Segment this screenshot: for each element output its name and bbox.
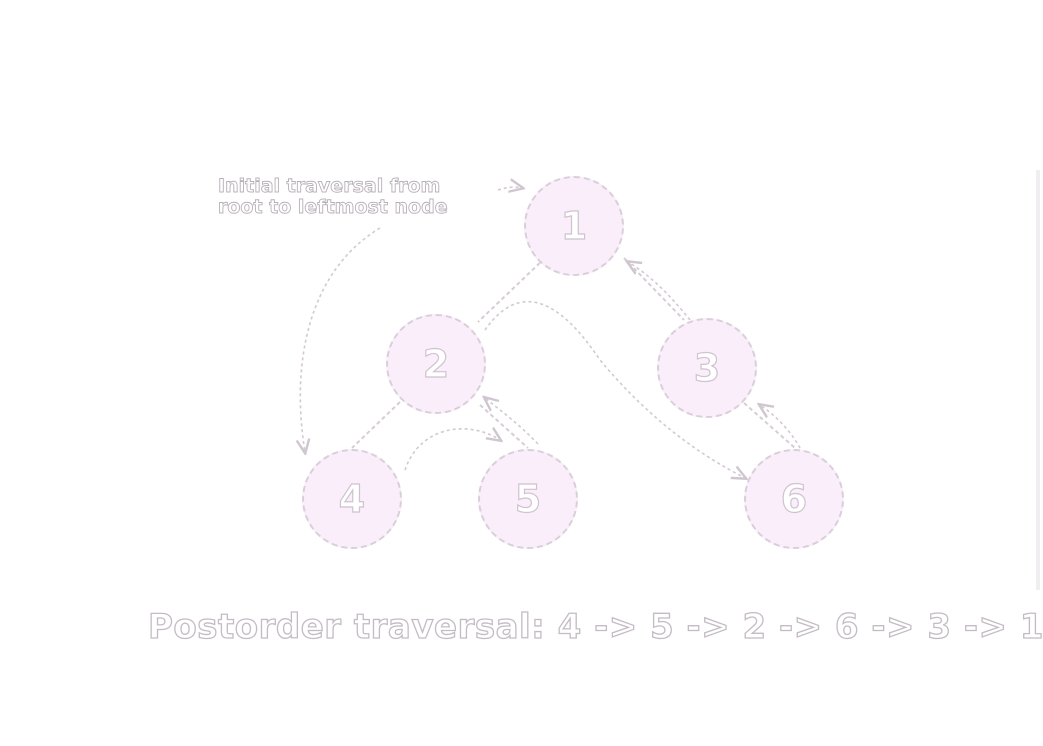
postorder-caption: Postorder traversal: 4 -> 5 -> 2 -> 6 ->… [147, 606, 1043, 647]
tree-node-5: 5 [478, 449, 578, 549]
traversal-arrow-5-to-2 [485, 398, 539, 445]
page-edge-divider [1036, 170, 1040, 590]
traversal-annotation: Initial traversal from root to leftmost … [218, 175, 449, 218]
tree-node-6: 6 [744, 449, 844, 549]
traversal-arrow-annotation [497, 187, 522, 190]
edge-1-3 [623, 257, 685, 321]
tree-node-4: 4 [302, 449, 402, 549]
tree-node-1: 1 [524, 176, 624, 276]
tree-node-3: 3 [657, 318, 757, 418]
traversal-arrow-2-to-6 [484, 301, 745, 478]
traversal-arrow-4-to-5 [404, 429, 500, 471]
edge-1-2 [477, 257, 546, 323]
edge-2-4 [351, 401, 401, 449]
traversal-arrow-3-to-1 [628, 262, 691, 321]
edge-3-6 [743, 402, 796, 449]
edge-2-5 [479, 404, 529, 449]
traversal-arrow-root-to-leftmost [300, 227, 381, 452]
tree-node-2: 2 [386, 314, 486, 414]
traversal-arrow-6-to-3 [760, 405, 801, 449]
